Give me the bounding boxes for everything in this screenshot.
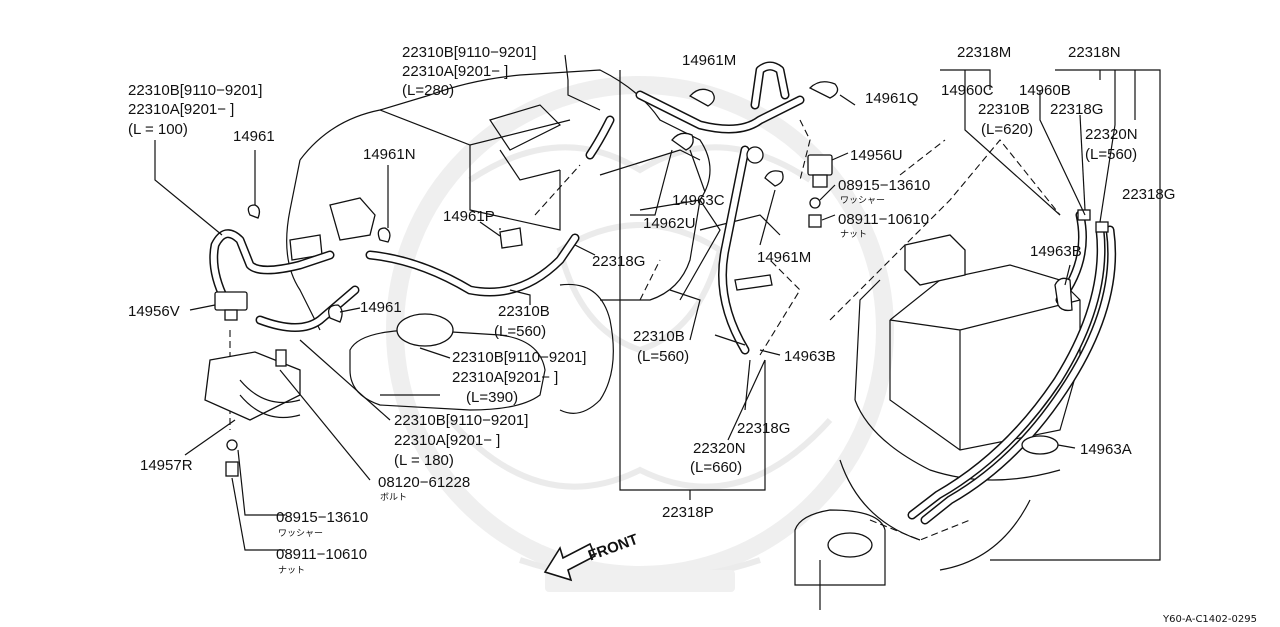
label-hose-22318n[interactable]: 22318N [1068,44,1121,61]
label-hose-560-right[interactable]: 22310B [633,328,685,345]
label-clip-14960b[interactable]: 14960B [1019,82,1071,99]
part-labels: 22310B[9110−9201] 22310A[9201− ] (L = 10… [128,44,1257,625]
label-clip-14962u[interactable]: 14962U [643,215,696,232]
clip-14963b-rt-icon [1054,277,1073,312]
label-hose-560-mid-len: (L=560) [494,323,546,340]
label-valve-14956v[interactable]: 14956V [128,303,180,320]
label-washer-right-jp: ワッシャー [840,196,885,206]
clip-14961m-top-icon [688,88,715,107]
label-nut-left-jp: ナット [278,565,305,576]
label-hose-560-right-len: (L=560) [637,348,689,365]
label-clip-14961q[interactable]: 14961Q [865,90,918,107]
clip-14960c-icon [1095,221,1109,233]
label-hose-22320n-rt[interactable]: 22320N [1085,126,1138,143]
hose-lines [209,61,1117,525]
label-hose-390-b[interactable]: 22310B[9110−9201] [452,349,586,366]
clip-14961n-icon [377,227,391,243]
label-hose-660-len: (L=660) [690,459,742,476]
nut-left-icon [225,461,239,477]
label-hose-180-a[interactable]: 22310A[9201− ] [394,432,500,449]
valve-14956v-port [224,309,238,321]
label-hose-620-len: (L=620) [981,121,1033,138]
label-hose-280-a[interactable]: 22310A[9201− ] [402,63,508,80]
diagram-code: Y60-A-C1402-0295 [1162,614,1257,625]
label-hose-620[interactable]: 22310B [978,101,1030,118]
label-washer-left-jp: ワッシャー [278,529,323,539]
clip-14961-mid-icon [327,304,343,323]
clip-14961q-icon [808,81,839,99]
label-bracket-14957r[interactable]: 14957R [140,457,193,474]
valve-14956u-body [807,154,833,176]
label-clip-14961n[interactable]: 14961N [363,146,416,163]
label-washer-left[interactable]: 08915−13610 [276,509,368,526]
label-hose-390-a[interactable]: 22310A[9201− ] [452,369,558,386]
dashed-routing [229,119,1061,541]
label-clip-14961p[interactable]: 14961P [443,208,495,225]
label-clip-14963c[interactable]: 14963C [672,192,725,209]
label-clip-14961-mid[interactable]: 14961 [360,299,402,316]
label-hose-660[interactable]: 22320N [693,440,746,457]
valve-14956u-port [812,174,828,188]
clip-14961-left-icon [247,204,261,219]
label-clip-14963b-rt[interactable]: 14963B [1030,243,1082,260]
label-nut-left[interactable]: 08911−10610 [276,546,367,563]
label-clip-14960c[interactable]: 14960C [941,82,994,99]
bolt-08120-icon [275,349,287,367]
label-hose-22318m[interactable]: 22318M [957,44,1011,61]
label-hose-22318g-rt[interactable]: 22318G [1050,101,1103,118]
clip-14961m-mid-icon [764,170,784,187]
clip-14963a-icon [1021,435,1059,455]
front-label: FRONT [586,531,640,565]
label-hose-390-len: (L=390) [466,389,518,406]
label-hose-180-len: (L = 180) [394,452,454,469]
label-clip-14961m-top[interactable]: 14961M [682,52,736,69]
label-hose-22320n-rt-len: (L=560) [1085,146,1137,163]
small-parts [204,81,1109,477]
label-hose-100-len: (L = 100) [128,121,188,138]
label-bolt-08120-jp: ボルト [380,492,407,503]
valve-14956v-body [214,291,248,311]
label-hose-180-b[interactable]: 22310B[9110−9201] [394,412,528,429]
label-nut-right[interactable]: 08911−10610 [838,211,929,228]
clip-14963c-icon [746,146,764,164]
label-clip-14961m-mid[interactable]: 14961M [757,249,811,266]
label-hose-22318p[interactable]: 22318P [662,504,714,521]
front-arrow-icon [543,542,597,582]
label-hose-100-b[interactable]: 22310B[9110−9201] [128,82,262,99]
leader-lines [154,54,1161,561]
fuel-tank-area [794,234,1081,610]
engine-block [286,69,781,414]
clip-14960b-icon [1077,209,1091,221]
clip-14962u-icon [671,132,694,151]
label-hose-560-mid[interactable]: 22310B [498,303,550,320]
label-hose-22318g-far[interactable]: 22318G [1122,186,1175,203]
clip-14963b-mid-icon [734,274,773,291]
label-clip-14963a[interactable]: 14963A [1080,441,1132,458]
label-hose-280-len: (L=280) [402,82,454,99]
washer-right-icon [809,197,821,209]
label-hose-22318g-low[interactable]: 22318G [737,420,790,437]
label-clip-14961-left[interactable]: 14961 [233,128,275,145]
label-hose-22318g-mid[interactable]: 22318G [592,253,645,270]
label-nut-right-jp: ナット [840,229,867,240]
clip-14961p-icon [499,227,523,249]
label-hose-280-b[interactable]: 22310B[9110−9201] [402,44,536,61]
label-hose-100-a[interactable]: 22310A[9201− ] [128,101,234,118]
label-clip-14963b-mid[interactable]: 14963B [784,348,836,365]
label-bolt-08120[interactable]: 08120−61228 [378,474,470,491]
nut-right-icon [808,214,822,228]
washer-left-icon [226,439,238,451]
label-washer-right[interactable]: 08915−13610 [838,177,930,194]
label-valve-14956u[interactable]: 14956U [850,147,903,164]
